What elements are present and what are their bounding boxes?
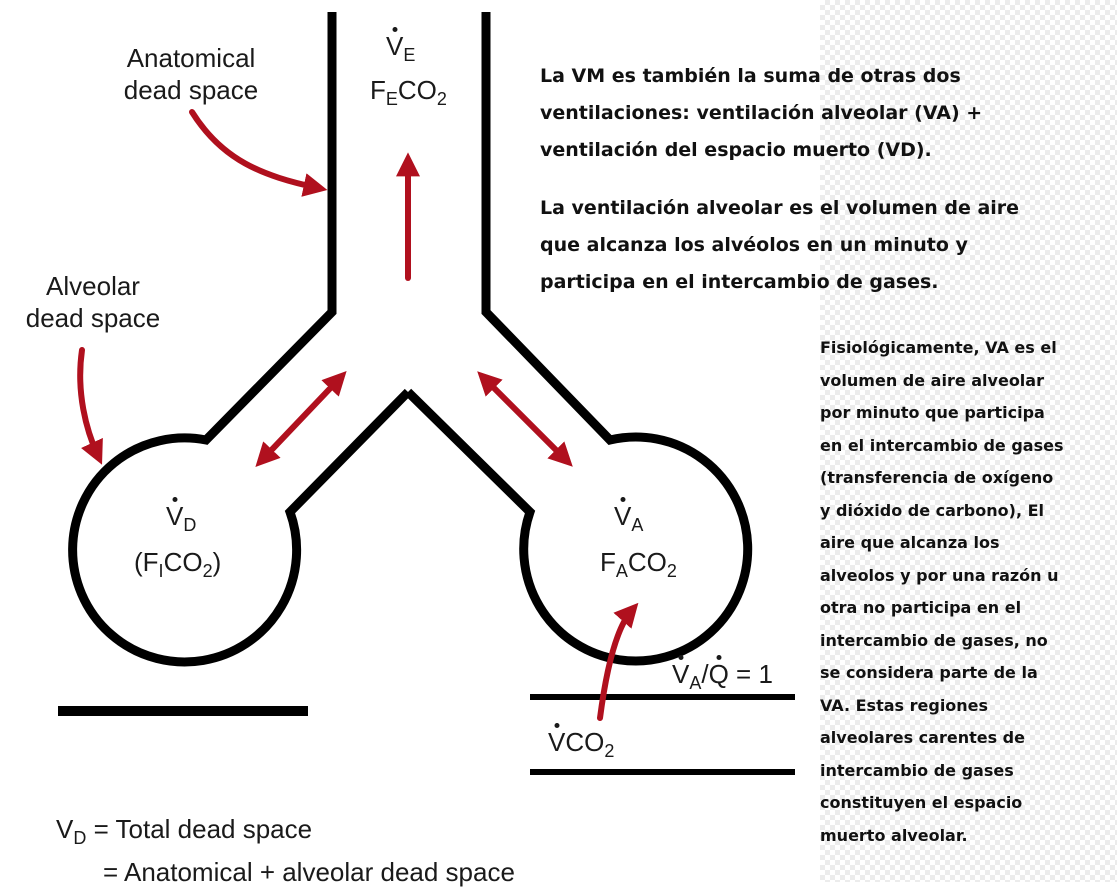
alveolar-co2-fraction-label: FACO2 xyxy=(600,547,677,581)
note-minute-ventilation: La VM es también la suma de otras dos ve… xyxy=(540,65,983,161)
inspired-co2-fraction-label: (FICO2) xyxy=(134,547,222,581)
left-alveolus-arrow xyxy=(255,371,347,467)
expired-co2-fraction-label: FECO2 xyxy=(370,75,447,109)
anatomical-dead-space-label: Anatomical dead space xyxy=(123,43,259,105)
dead-space-legend: VD = Total dead space = Anatomical + alv… xyxy=(56,812,515,889)
minute-ventilation-label: VE xyxy=(386,31,416,65)
right-airway-wall xyxy=(404,12,753,666)
co2-output-label: VCO2 xyxy=(548,727,615,761)
lung-diagram xyxy=(58,12,795,775)
right-alveolus-arrow xyxy=(477,371,573,467)
airway-outline xyxy=(68,12,753,667)
ventilation-perfusion-ratio-label: VA/Q = 1 xyxy=(672,659,773,693)
note-alveolar-ventilation: La ventilación alveolar es el volumen de… xyxy=(540,197,1020,293)
checkered-background xyxy=(820,0,1117,882)
alveolar-pointer-arrow xyxy=(77,347,103,465)
co2-uptake-arrow xyxy=(597,602,639,721)
dead-space-ventilation-label: VD xyxy=(166,501,197,535)
legend-line-1: VD = Total dead space xyxy=(56,814,313,848)
legend-line-2: = Anatomical + alveolar dead space xyxy=(103,857,515,887)
note-physiological-explanation: Fisiológicamente, VA es el volumen de ai… xyxy=(820,338,1064,845)
anatomical-pointer-arrow xyxy=(189,109,328,197)
alveolar-ventilation-label: VA xyxy=(614,501,644,535)
flow-arrows xyxy=(77,109,639,721)
alveolar-dead-space-label: Alveolar dead space xyxy=(25,271,161,333)
left-airway-wall xyxy=(68,12,412,667)
